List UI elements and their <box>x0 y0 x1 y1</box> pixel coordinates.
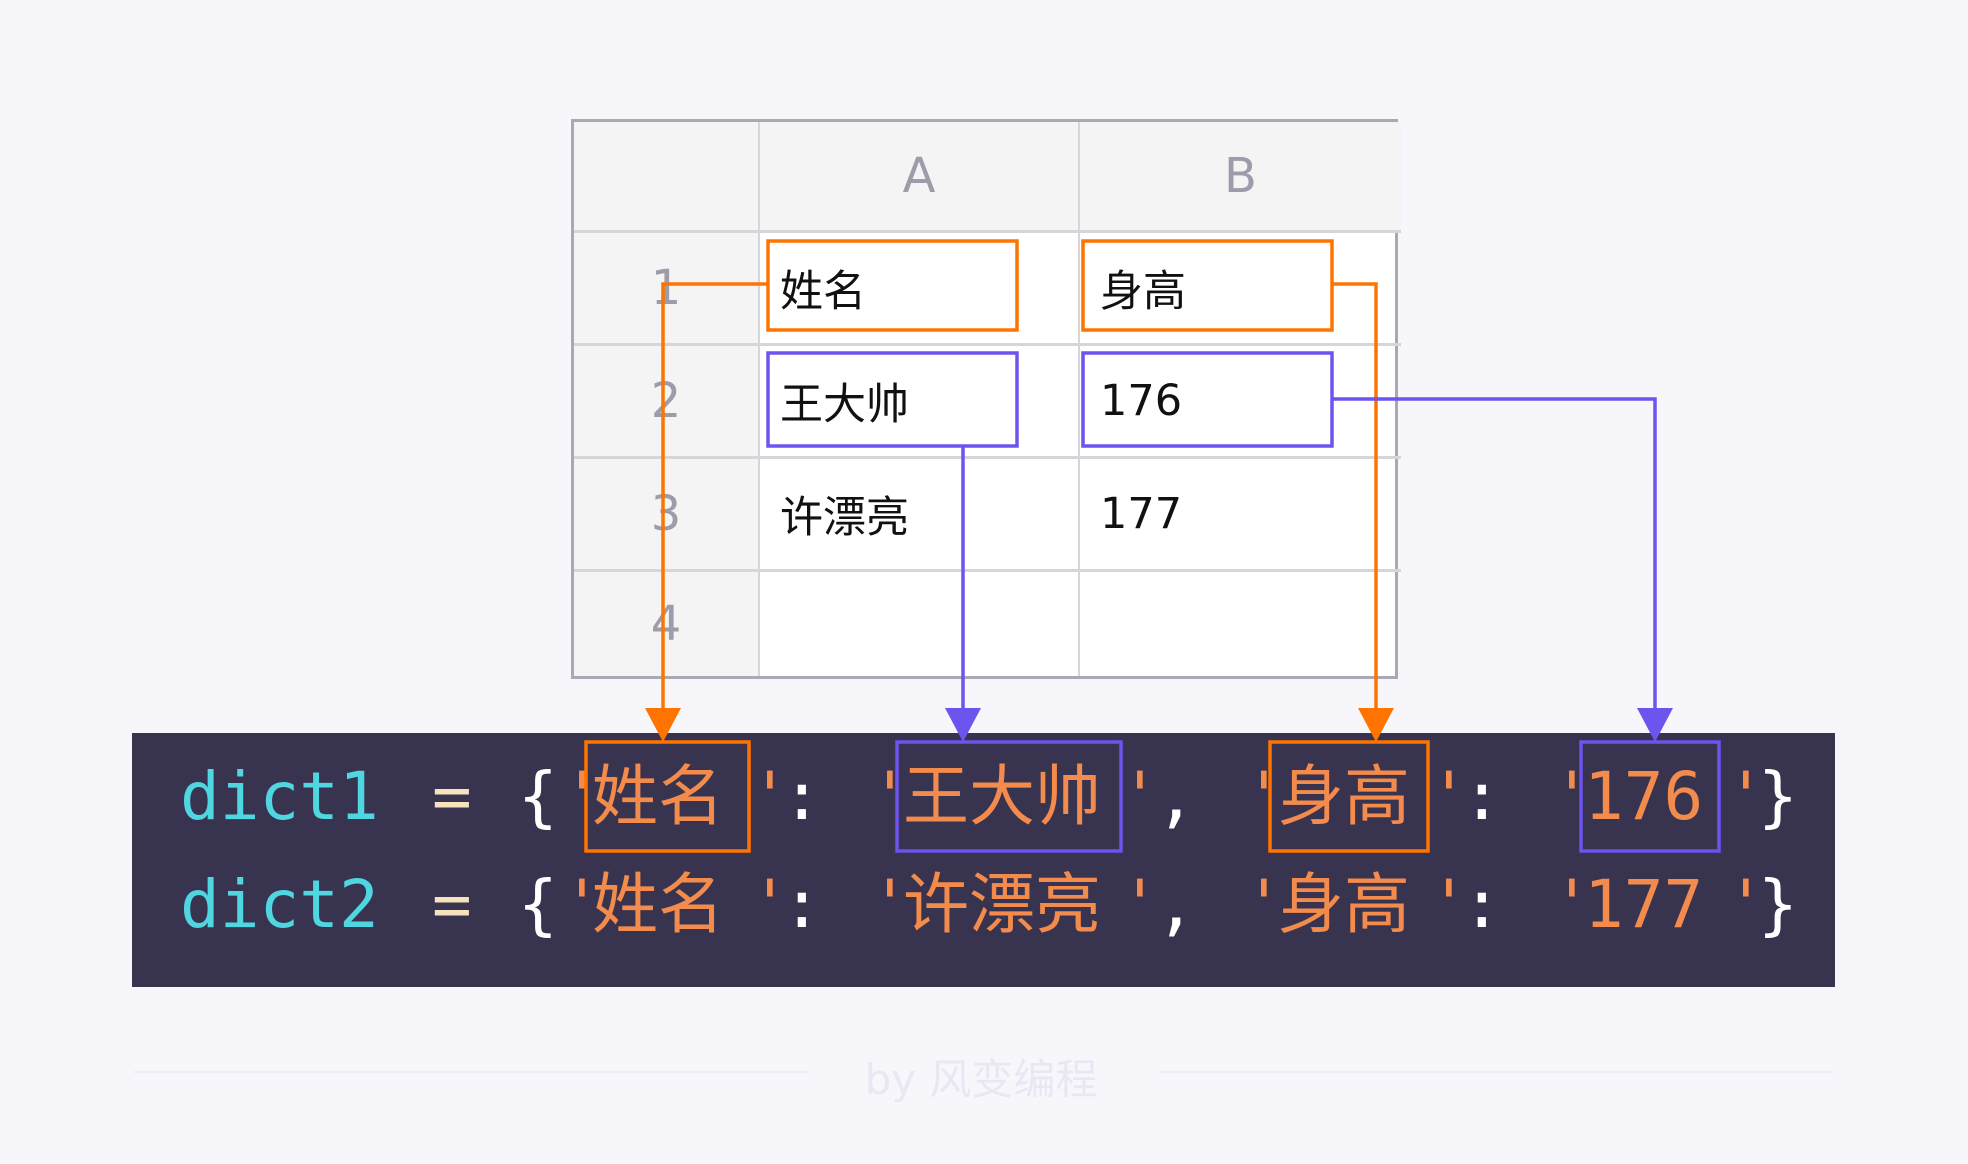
highlight-box-code-value-name <box>895 740 1123 853</box>
cell-b1[interactable]: 身高 <box>1080 233 1401 346</box>
open-brace: { <box>518 758 558 835</box>
code-block: dict1 = { ' 姓名 ' : ' 王大帅 ' , ' 身高 ' : ' … <box>132 733 1835 987</box>
quote: ' <box>750 866 790 943</box>
highlight-box-cell-b2 <box>1081 351 1334 448</box>
row-header-2[interactable]: 2 <box>574 346 760 459</box>
comma: , <box>1156 866 1196 943</box>
row-header-4[interactable]: 4 <box>574 572 760 676</box>
close-brace: } <box>1758 866 1798 943</box>
quote: ' <box>1429 866 1469 943</box>
arrow-line-key-name <box>661 282 768 712</box>
colon: : <box>1462 866 1502 943</box>
colon: : <box>782 758 822 835</box>
quote: ' <box>1120 866 1160 943</box>
highlight-box-cell-a2 <box>766 351 1019 448</box>
quote: ' <box>562 866 602 943</box>
open-brace: { <box>518 866 558 943</box>
spreadsheet: A B 1 姓名 身高 2 王大帅 176 3 许漂亮 177 4 <box>571 119 1401 679</box>
column-header-b[interactable]: B <box>1080 122 1401 233</box>
cell-b3[interactable]: 177 <box>1080 459 1401 572</box>
highlight-box-cell-b1 <box>1081 239 1334 332</box>
close-brace: } <box>1758 758 1798 835</box>
quote: ' <box>750 758 790 835</box>
quote: ' <box>1429 758 1469 835</box>
colon: : <box>782 866 822 943</box>
footer-credit: by 风变编程 <box>864 1055 1098 1104</box>
equals-sign: = <box>432 866 472 943</box>
cell-a4[interactable] <box>760 572 1080 676</box>
quote: ' <box>1244 866 1284 943</box>
dict2-value-name: 许漂亮 <box>903 866 1101 943</box>
equals-sign: = <box>432 758 472 835</box>
colon: : <box>1462 758 1502 835</box>
corner-cell <box>574 122 760 233</box>
quote: ' <box>1552 866 1592 943</box>
row-header-3[interactable]: 3 <box>574 459 760 572</box>
column-header-a[interactable]: A <box>760 122 1080 233</box>
dict1-key-name: 姓名 <box>592 758 724 835</box>
arrow-line-value-height <box>1332 397 1657 712</box>
highlight-box-code-key-name <box>584 740 751 853</box>
highlight-box-code-value-height <box>1579 740 1721 853</box>
cell-b2[interactable]: 176 <box>1080 346 1401 459</box>
dict2-key-height: 身高 <box>1278 866 1410 943</box>
quote: ' <box>1726 866 1766 943</box>
arrowhead-icon <box>945 708 981 742</box>
arrowhead-icon <box>1358 708 1394 742</box>
footer-divider-right <box>1161 1071 1832 1073</box>
row-header-1[interactable]: 1 <box>574 233 760 346</box>
dict1-value-height: 176 <box>1584 758 1704 835</box>
quote: ' <box>1120 758 1160 835</box>
quote: ' <box>1726 758 1766 835</box>
arrowhead-icon <box>1637 708 1673 742</box>
highlight-box-cell-a1 <box>766 239 1019 332</box>
quote: ' <box>562 758 602 835</box>
arrow-line-key-height <box>1332 282 1378 712</box>
comma: , <box>1156 758 1196 835</box>
dict1-variable: dict1 <box>180 758 379 835</box>
dict2-variable: dict2 <box>180 866 379 943</box>
arrowhead-icon <box>645 708 681 742</box>
highlight-box-code-key-height <box>1268 740 1430 853</box>
quote: ' <box>870 758 910 835</box>
dict2-key-name: 姓名 <box>592 866 724 943</box>
cell-a3[interactable]: 许漂亮 <box>760 459 1080 572</box>
cell-a2[interactable]: 王大帅 <box>760 346 1080 459</box>
dict1-value-name: 王大帅 <box>903 758 1101 835</box>
quote: ' <box>1244 758 1284 835</box>
quote: ' <box>1552 758 1592 835</box>
footer-divider-left <box>134 1071 807 1073</box>
cell-a1[interactable]: 姓名 <box>760 233 1080 346</box>
dict2-value-height: 177 <box>1584 866 1704 943</box>
dict1-key-height: 身高 <box>1278 758 1410 835</box>
quote: ' <box>870 866 910 943</box>
